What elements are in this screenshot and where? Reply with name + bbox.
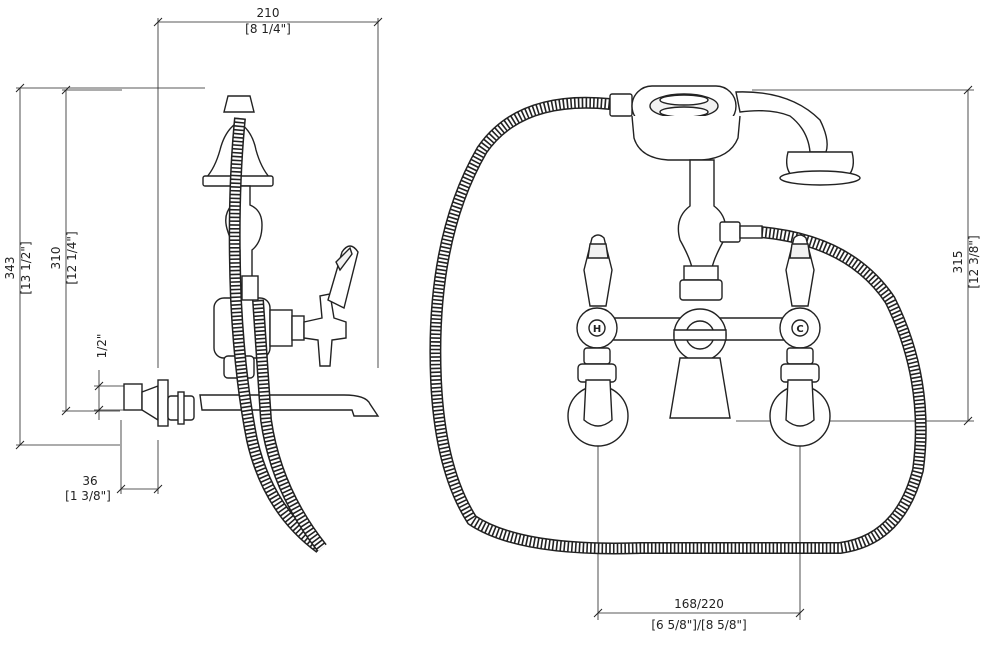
width-dim-inch: [8 1/4"] bbox=[245, 22, 291, 36]
side-hose bbox=[228, 117, 327, 553]
width-dim-mm: 210 bbox=[257, 6, 280, 20]
front-hose bbox=[429, 96, 927, 555]
cold-tap: C bbox=[769, 234, 831, 447]
side-faucet-body bbox=[123, 95, 380, 427]
depth-dimension: 36 [1 3/8"] bbox=[65, 420, 163, 503]
height-dimension: 310 [12 1/4"] bbox=[49, 85, 122, 416]
cold-label: C bbox=[796, 324, 803, 335]
front-height-dim-mm: 315 bbox=[951, 251, 965, 274]
height-dim-inch: [12 1/4"] bbox=[65, 231, 79, 284]
thread-dim-label: 1/2" bbox=[95, 334, 109, 359]
side-view: 210 [8 1/4"] 343 [13 1/2"] 310 [12 1/4"] bbox=[3, 6, 383, 553]
centers-dim-mm: 168/220 bbox=[674, 597, 724, 611]
thread-dimension: 1/2" bbox=[94, 334, 125, 420]
hot-label: H bbox=[593, 324, 601, 335]
centers-dim-inch: [6 5/8"]/[8 5/8"] bbox=[651, 618, 746, 632]
front-view: 315 [12 3/8"] 168/220 [6 5/8"]/[8 5/8"] bbox=[429, 85, 981, 632]
width-dimension: 210 [8 1/4"] bbox=[153, 6, 383, 368]
depth-dim-inch: [1 3/8"] bbox=[65, 489, 111, 503]
total-height-dim-mm: 343 bbox=[3, 257, 17, 280]
front-height-dimension: 315 [12 3/8"] bbox=[736, 85, 981, 426]
hot-tap: H bbox=[567, 234, 629, 447]
height-dim-mm: 310 bbox=[49, 247, 63, 270]
cradle bbox=[631, 115, 763, 269]
mixer-body bbox=[607, 265, 795, 419]
centers-dimension: 168/220 [6 5/8"]/[8 5/8"] bbox=[593, 436, 805, 632]
depth-dim-mm: 36 bbox=[82, 474, 97, 488]
total-height-dimension: 343 [13 1/2"] bbox=[3, 83, 205, 450]
total-height-dim-inch: [13 1/2"] bbox=[19, 241, 33, 294]
front-height-dim-inch: [12 3/8"] bbox=[967, 235, 981, 288]
